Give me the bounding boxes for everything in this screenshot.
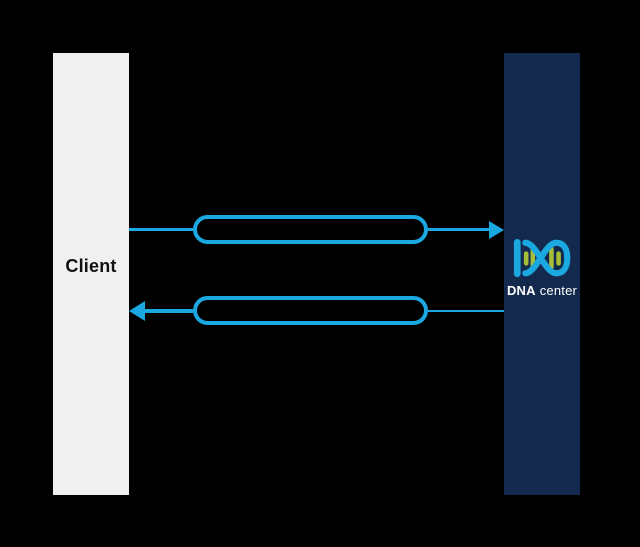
top-message-capsule xyxy=(193,215,428,244)
arrowhead-left-icon xyxy=(129,301,145,321)
dna-product-text: center xyxy=(539,283,578,298)
client-label: Client xyxy=(65,255,117,276)
bottom-arrow-line-right xyxy=(428,310,504,312)
dna-helix-icon xyxy=(513,238,571,278)
client-lifeline: Client xyxy=(53,53,129,495)
arrowhead-right-icon xyxy=(489,221,504,239)
top-arrow-line-right xyxy=(428,228,489,231)
top-arrow-line-left xyxy=(129,228,193,231)
bottom-arrow-line-left xyxy=(145,309,193,313)
bottom-message-capsule xyxy=(193,296,428,325)
dna-brand-text: DNA xyxy=(506,283,536,298)
